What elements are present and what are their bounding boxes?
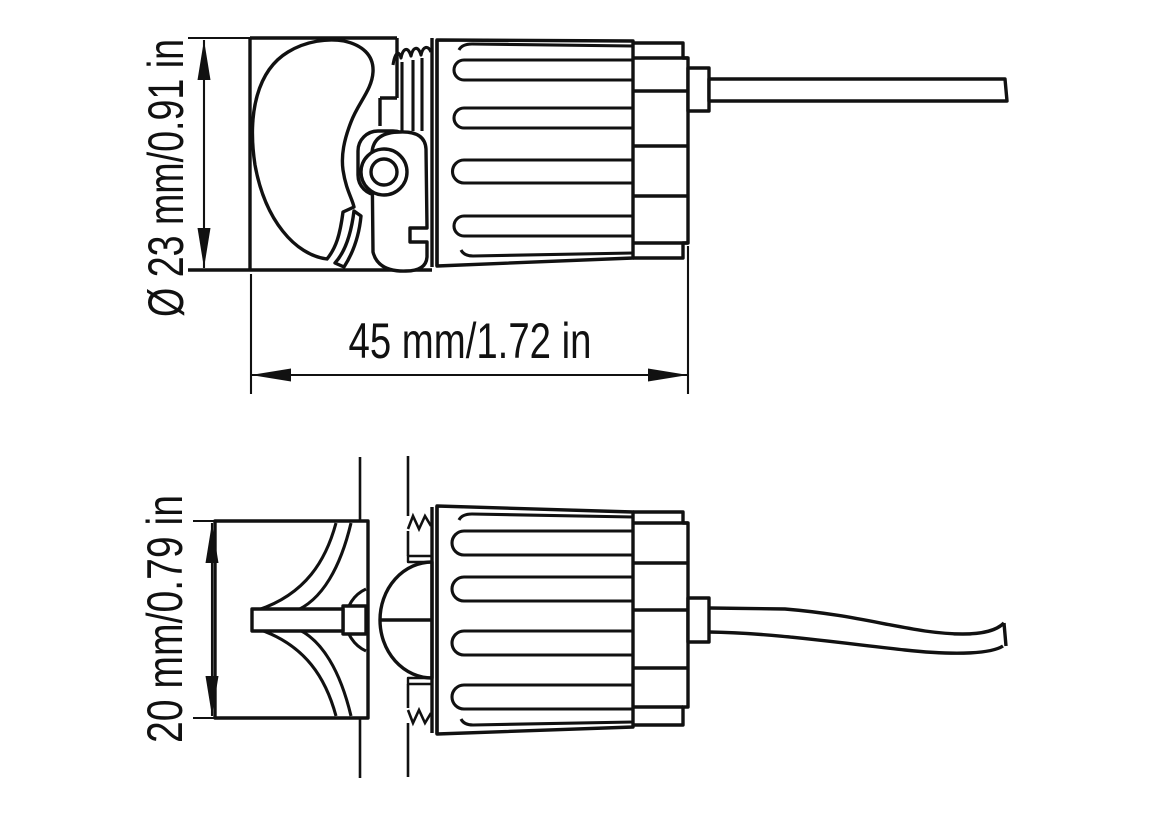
cam-hook [333, 209, 363, 269]
rib [450, 683, 633, 711]
strain-relief-bottom [633, 510, 711, 727]
rib [452, 214, 633, 238]
rib [451, 158, 633, 185]
connector-head-bottom [213, 519, 370, 720]
dim-label-height: 20 mm/0.79 in [137, 495, 193, 743]
arrowhead-left-icon [251, 368, 291, 382]
rib-partial [459, 718, 634, 727]
thread-break-icon [406, 706, 433, 727]
pivot-hole [369, 157, 399, 187]
strain-relief-outline [633, 510, 690, 727]
cam-lever [250, 38, 375, 261]
cable-bottom [708, 606, 1008, 655]
arrowhead-up-icon [205, 523, 219, 563]
rib-partial [457, 512, 634, 521]
arrowhead-up-icon [197, 40, 211, 80]
mounting-panel [358, 456, 433, 778]
cable-end [1002, 622, 1008, 647]
funnel-curve [257, 627, 338, 717]
rib [452, 58, 633, 82]
cable [707, 77, 1009, 103]
nut-body [435, 504, 635, 736]
cable-edge [708, 606, 1006, 636]
rib-partial [459, 249, 634, 258]
actuator-bar [250, 607, 345, 633]
nut-body [435, 38, 635, 268]
arrowhead-down-icon [205, 676, 219, 716]
dimension-length: 45 mm/1.72 in [249, 246, 690, 394]
dimension-diameter: Ø 23 mm/0.91 in [138, 36, 250, 317]
thread-crest [391, 45, 433, 66]
dimension-height: 20 mm/0.79 in [137, 495, 219, 743]
rib-partial [457, 42, 634, 51]
rib [452, 106, 633, 130]
coupling-nut-bottom [430, 504, 635, 736]
cable-boss [686, 596, 711, 644]
latch-tip [341, 604, 368, 636]
strain-relief-outline [633, 41, 690, 260]
grip-ribs [450, 512, 634, 727]
bottom-view: 20 mm/0.79 in [137, 456, 1008, 778]
cable-boss [686, 66, 711, 113]
thread-lines [391, 45, 433, 131]
grip-ribs [451, 42, 634, 258]
connector-head [188, 36, 433, 273]
cable-edge [708, 630, 1004, 655]
arrowhead-right-icon [648, 368, 688, 382]
arrowhead-down-icon [197, 228, 211, 268]
thread-break-icon [406, 512, 433, 533]
coupling-nut [430, 38, 635, 268]
dim-label-length: 45 mm/1.72 in [349, 313, 592, 369]
dim-label-diameter: Ø 23 mm/0.91 in [138, 39, 194, 317]
rib [450, 575, 633, 603]
funnel-curve [257, 522, 338, 612]
rib [450, 629, 633, 657]
panel-seal [378, 554, 434, 686]
top-view: Ø 23 mm/0.91 in [138, 36, 1009, 394]
rib [450, 529, 633, 557]
strain-relief [633, 41, 711, 260]
